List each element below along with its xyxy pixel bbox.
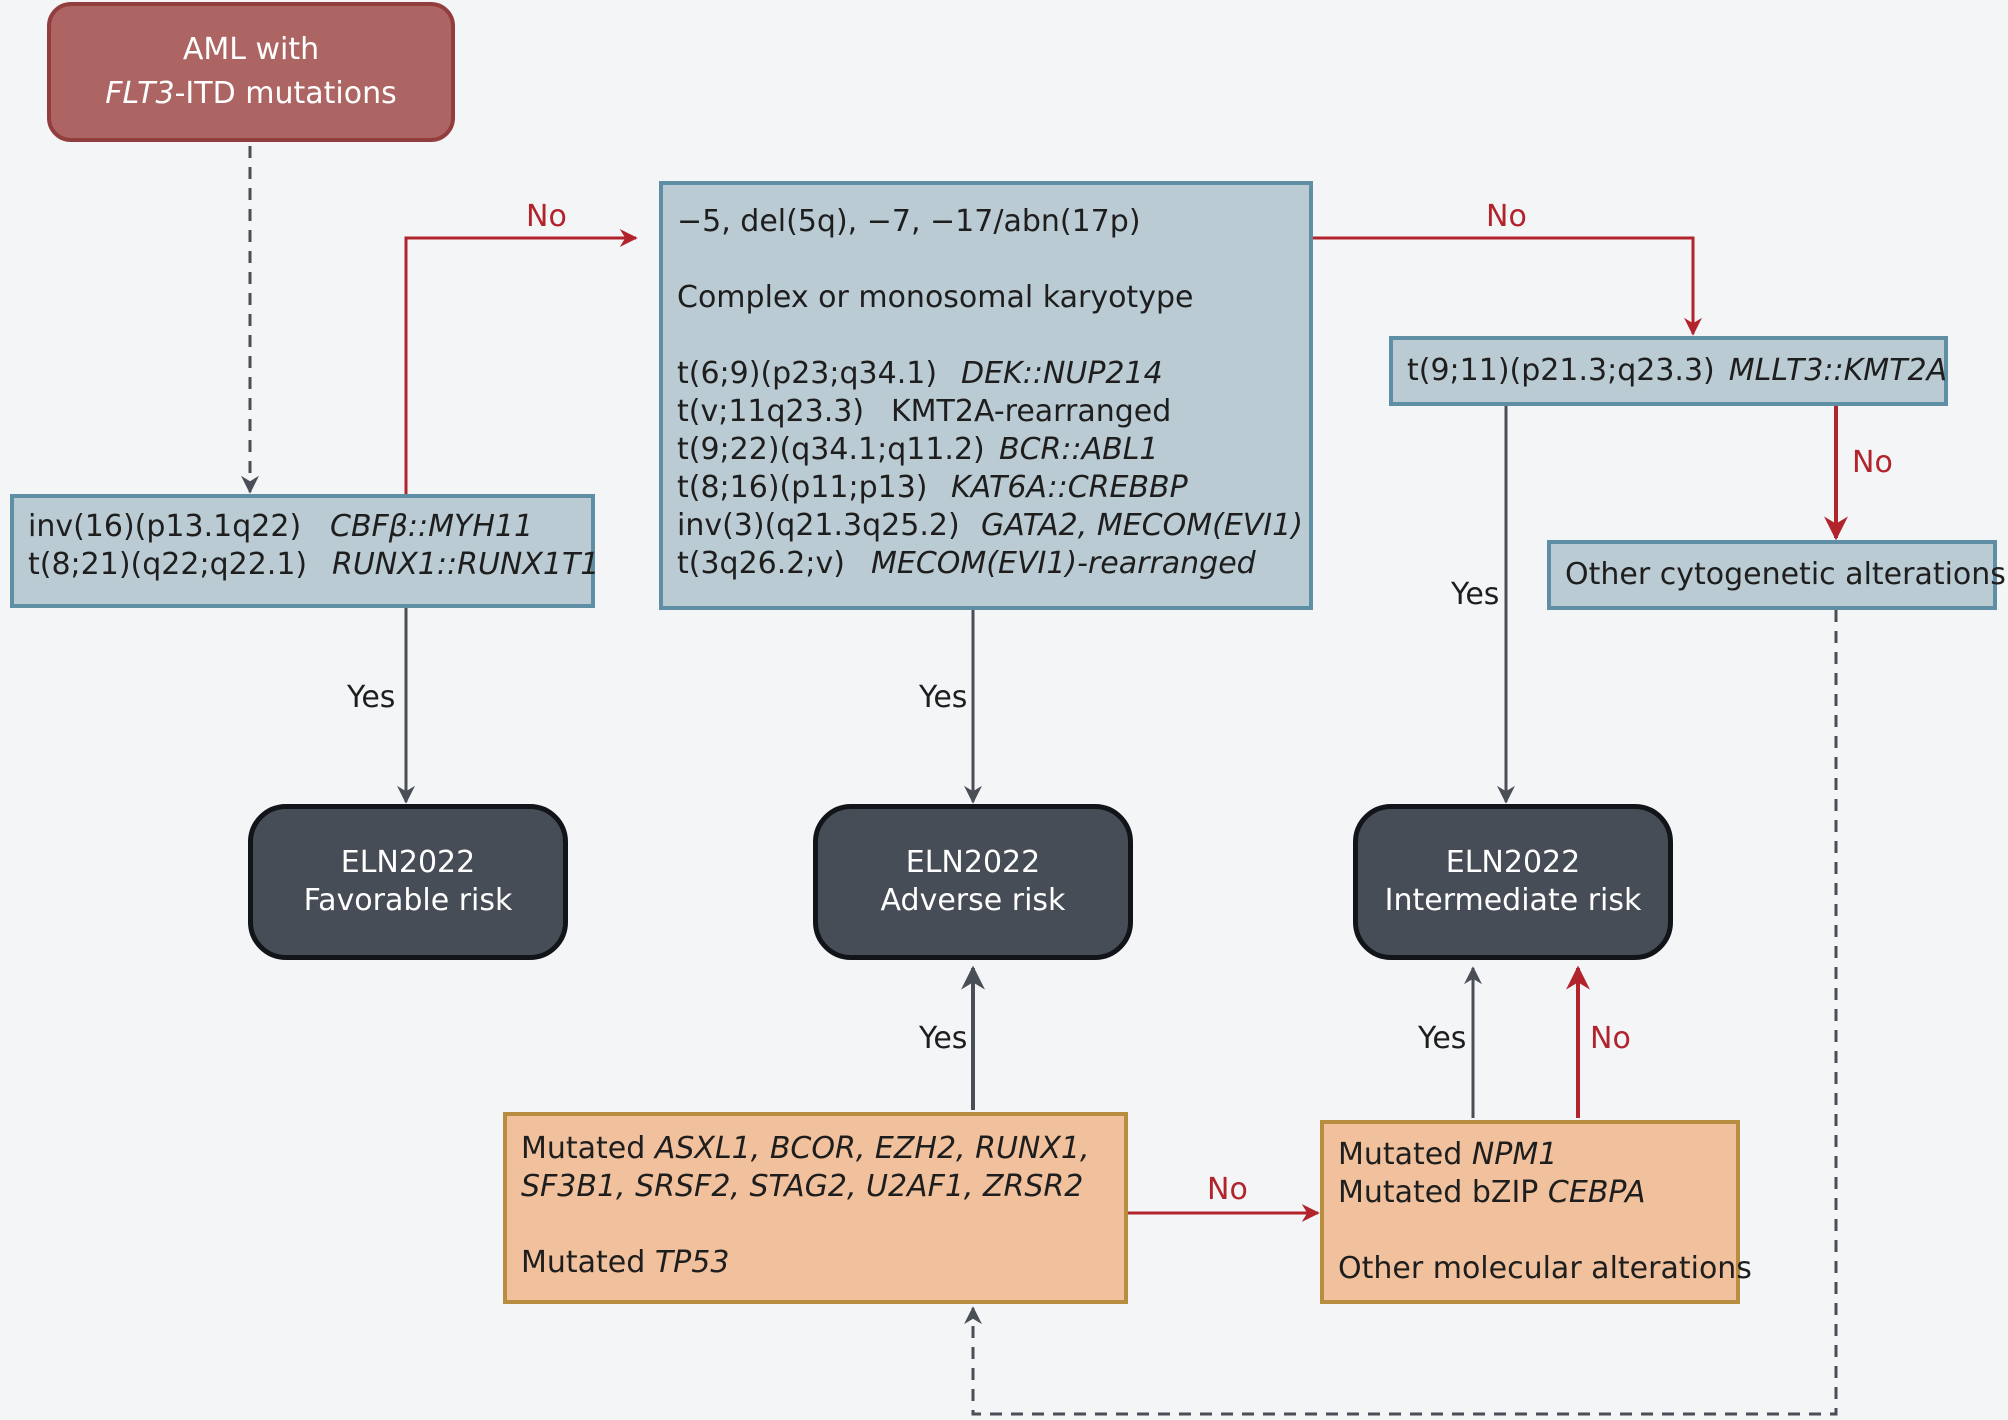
favorable-risk-node: ELN2022 Favorable risk — [248, 804, 568, 960]
adverse-row-5-fusion: GATA2, MECOM(EVI1) — [981, 508, 1303, 543]
cebpa-gene: CEBPA — [1547, 1175, 1646, 1210]
tp53-prefix: Mutated — [521, 1245, 655, 1280]
favorable-risk-line1: ELN2022 — [340, 845, 476, 880]
adverse-row-6: t(3q26.2;v) MECOM(EVI1)-rearranged — [677, 545, 1295, 583]
favorable-row-1-karyotype: inv(16)(p13.1q22) — [28, 509, 302, 544]
adverse-line-2: Complex or monosomal karyotype — [677, 280, 1194, 315]
t911-row: t(9;11)(p21.3;q23.3) MLLT3::KMT2A — [1407, 352, 1947, 390]
adverse-row-6-fusion: MECOM(EVI1)-rearranged — [871, 546, 1256, 581]
npm1-line: Mutated NPM1 — [1338, 1136, 1722, 1174]
adverse-mut-tp53: Mutated TP53 — [521, 1244, 1110, 1282]
cebpa-line: Mutated bZIP CEBPA — [1338, 1174, 1722, 1212]
t911-fusion: MLLT3::KMT2A — [1728, 353, 1948, 388]
adverse-mut-genes-1: ASXL1, BCOR, EZH2, RUNX1, — [654, 1131, 1090, 1166]
label-yes-favorable: Yes — [347, 680, 396, 715]
adverse-risk-line2: Adverse risk — [880, 883, 1066, 918]
t911-box: t(9;11)(p21.3;q23.3) MLLT3::KMT2A — [1389, 336, 1948, 406]
start-line2-rest: -ITD mutations — [174, 76, 397, 111]
adverse-row-4-karyotype: t(8;16)(p11;p13) — [677, 470, 928, 505]
adverse-row-5-karyotype: inv(3)(q21.3q25.2) — [677, 508, 960, 543]
cebpa-prefix: Mutated bZIP — [1338, 1175, 1548, 1210]
label-yes-adverse: Yes — [919, 680, 968, 715]
favorable-row-2: t(8;21)(q22;q22.1) RUNX1::RUNX1T1 — [28, 546, 599, 584]
tp53-gene: TP53 — [654, 1245, 730, 1280]
label-no-npm1: No — [1590, 1021, 1631, 1056]
other-cytogenetic-label: Other cytogenetic alterations — [1565, 557, 2006, 592]
start-gene: FLT3 — [105, 76, 175, 111]
label-no-to-adverse: No — [526, 199, 567, 234]
start-line2: FLT3-ITD mutations — [105, 72, 396, 116]
edge-other-cyto-to-mutations — [964, 610, 1838, 1416]
label-yes-npm1: Yes — [1418, 1021, 1467, 1056]
favorable-row-2-karyotype: t(8;21)(q22;q22.1) — [28, 547, 308, 582]
adverse-mut-line1: Mutated ASXL1, BCOR, EZH2, RUNX1, — [521, 1130, 1110, 1168]
start-node: AML with FLT3-ITD mutations — [47, 2, 455, 142]
intermediate-risk-line1: ELN2022 — [1445, 845, 1581, 880]
edge-no-to-t911-box — [1313, 236, 1702, 336]
label-yes-intermediate: Yes — [1451, 577, 1500, 612]
favorable-row-1: inv(16)(p13.1q22) CBFβ::MYH11 — [28, 508, 577, 546]
adverse-row-1-karyotype: t(6;9)(p23;q34.1) — [677, 356, 938, 391]
adverse-row-4-fusion: KAT6A::CREBBP — [951, 470, 1188, 505]
intermediate-mutations-box: Mutated NPM1 Mutated bZIP CEBPA Other mo… — [1320, 1120, 1752, 1304]
adverse-row-2-fusion: KMT2A-rearranged — [891, 394, 1172, 429]
adverse-row-1: t(6;9)(p23;q34.1) DEK::NUP214 — [677, 355, 1295, 393]
npm1-gene: NPM1 — [1471, 1137, 1558, 1172]
t911-karyotype: t(9;11)(p21.3;q23.3) — [1407, 353, 1715, 388]
adverse-row-2: t(v;11q23.3) KMT2A-rearranged — [677, 393, 1295, 431]
adverse-row-6-karyotype: t(3q26.2;v) — [677, 546, 845, 581]
label-no-to-t911: No — [1486, 199, 1527, 234]
adverse-row-3: t(9;22)(q34.1;q11.2) BCR::ABL1 — [677, 431, 1295, 469]
label-no-to-other-cyto: No — [1852, 445, 1893, 480]
adverse-risk-node: ELN2022 Adverse risk — [813, 804, 1133, 960]
adverse-row-4: t(8;16)(p11;p13) KAT6A::CREBBP — [677, 469, 1295, 507]
intermediate-risk-line2: Intermediate risk — [1384, 883, 1642, 918]
adverse-cytogenetics-box: −5, del(5q), −7, −17/abn(17p) Complex or… — [659, 181, 1313, 610]
adverse-row-3-fusion: BCR::ABL1 — [999, 432, 1159, 467]
start-line1: AML with — [182, 32, 320, 67]
adverse-mutations-box: Mutated ASXL1, BCOR, EZH2, RUNX1, SF3B1,… — [503, 1112, 1128, 1304]
label-no-mut: No — [1207, 1172, 1248, 1207]
intermediate-risk-node: ELN2022 Intermediate risk — [1353, 804, 1673, 960]
favorable-risk-line2: Favorable risk — [303, 883, 513, 918]
adverse-row-5: inv(3)(q21.3q25.2) GATA2, MECOM(EVI1) — [677, 507, 1303, 545]
adverse-row-1-fusion: DEK::NUP214 — [961, 356, 1163, 391]
adverse-mut-prefix: Mutated — [521, 1131, 655, 1166]
other-cytogenetic-box: Other cytogenetic alterations — [1547, 540, 2006, 610]
favorable-cytogenetics-box: inv(16)(p13.1q22) CBFβ::MYH11 t(8;21)(q22… — [10, 494, 599, 608]
favorable-row-1-fusion: CBFβ::MYH11 — [330, 509, 534, 544]
adverse-row-2-karyotype: t(v;11q23.3) — [677, 394, 865, 429]
npm1-prefix: Mutated — [1338, 1137, 1472, 1172]
adverse-mut-genes-2: SF3B1, SRSF2, STAG2, U2AF1, ZRSR2 — [521, 1169, 1084, 1204]
adverse-line-1: −5, del(5q), −7, −17/abn(17p) — [677, 204, 1141, 239]
adverse-row-3-karyotype: t(9;22)(q34.1;q11.2) — [677, 432, 985, 467]
edge-no-to-adverse-box — [404, 229, 638, 496]
adverse-risk-line1: ELN2022 — [905, 845, 1041, 880]
label-yes-mut-adverse: Yes — [919, 1021, 968, 1056]
other-molecular-line: Other molecular alterations — [1338, 1251, 1752, 1286]
favorable-row-2-fusion: RUNX1::RUNX1T1 — [332, 547, 600, 582]
